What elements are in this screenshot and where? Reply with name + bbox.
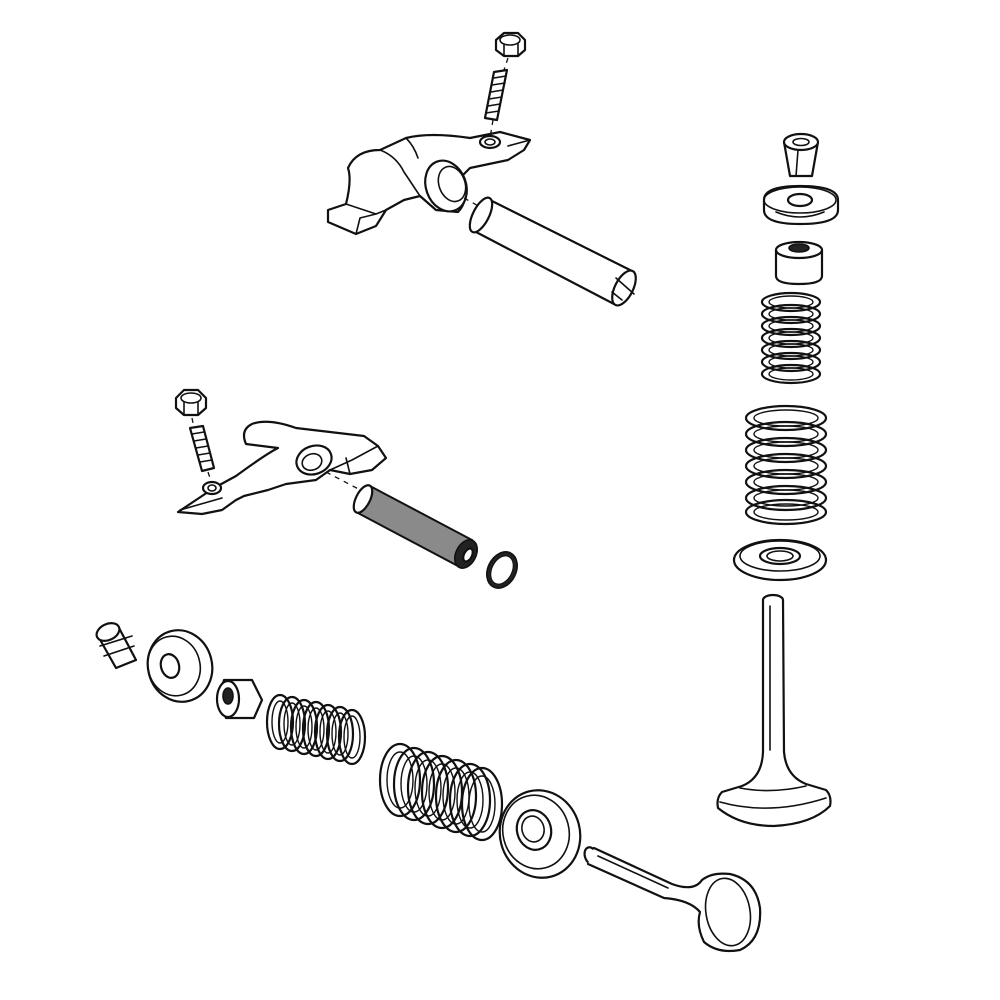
upper-adjuster-axis <box>503 57 509 71</box>
lower-rocker-shaft <box>352 484 479 569</box>
upper-screw-axis <box>489 119 494 139</box>
vertical-spring-retainer <box>762 184 840 226</box>
upper-adjuster-screw <box>483 68 509 122</box>
upper-rocker-arm <box>326 130 532 236</box>
vertical-outer-spring <box>744 404 828 526</box>
lower-rocker-arm <box>176 420 388 516</box>
horizontal-inner-spring <box>265 693 367 766</box>
lower-adjuster-axis <box>191 417 195 429</box>
upper-shaft-axis <box>463 197 483 209</box>
vertical-valve-collets <box>782 132 820 178</box>
vertical-valve <box>716 593 832 828</box>
vertical-inner-spring <box>760 291 822 385</box>
vertical-valve-stem-seal <box>774 240 824 286</box>
horizontal-spring-seat <box>498 789 582 879</box>
upper-rocker-shaft <box>468 196 637 307</box>
lower-lock-nut <box>174 388 208 417</box>
horizontal-valve <box>583 846 762 953</box>
horizontal-valve-stem-seal <box>215 678 264 720</box>
vertical-spring-seat <box>732 538 828 582</box>
shaft-circlip <box>486 551 518 589</box>
upper-lock-nut <box>494 31 527 58</box>
horizontal-spring-retainer <box>146 629 214 703</box>
horizontal-valve-collets <box>95 622 138 670</box>
lower-adjuster-screw <box>188 424 216 473</box>
horizontal-outer-spring <box>378 742 504 842</box>
lower-shaft-axis <box>325 471 369 495</box>
